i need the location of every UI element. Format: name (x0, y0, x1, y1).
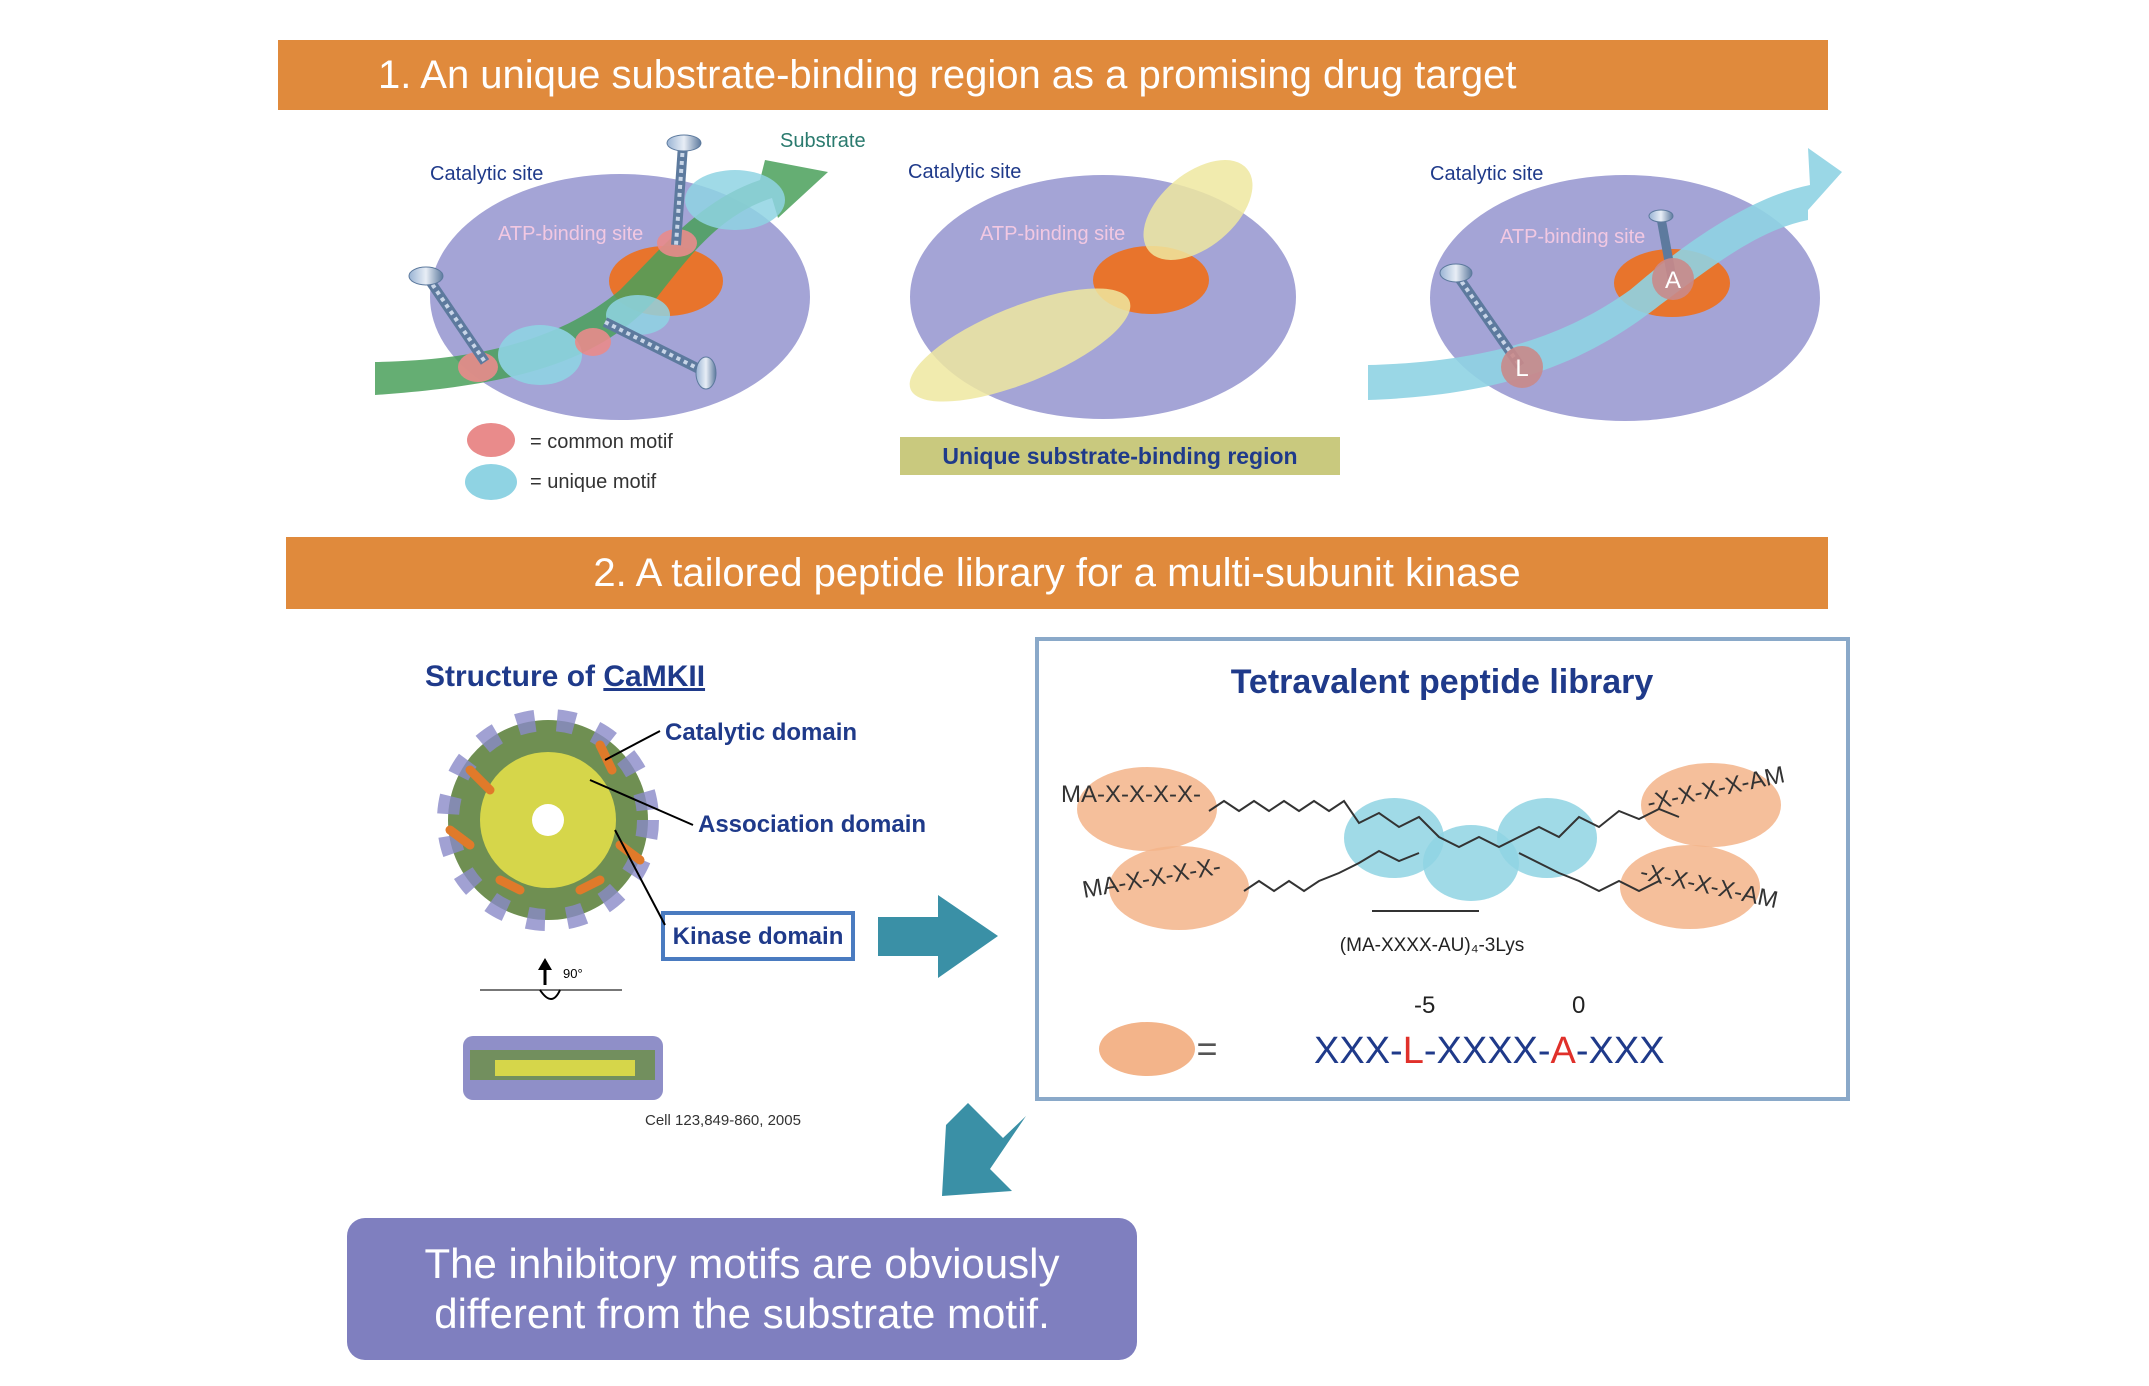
catalytic-site-label: Catalytic site (430, 163, 543, 185)
section-2-title-text: 2. A tailored peptide library for a mult… (593, 550, 1521, 595)
association-domain-pointer (589, 779, 694, 826)
catalytic-site-label: Catalytic site (1430, 163, 1543, 185)
motif-a-label: A (1665, 267, 1681, 294)
linker-chain (1208, 799, 1680, 849)
linker-chain (1518, 852, 1660, 893)
kinase-domain-box (661, 911, 855, 961)
camkii-structure: Structure of CaMKII Catalytic domain Ass… (425, 660, 926, 1129)
unique-motif (685, 170, 785, 230)
catalytic-domain-pointer (604, 730, 661, 761)
peptide-ellipse (1641, 763, 1781, 847)
conclusion-callout: The inhibitory motifs are obviously diff… (347, 1218, 1137, 1360)
rotation-curve-icon (539, 989, 561, 1000)
library-formula: (MA-XXXX-AU)₄-3Lys (1340, 935, 1524, 956)
panel-a: Catalytic site ATP-binding site Substrat… (375, 130, 866, 500)
peptide-ellipse (1109, 846, 1249, 930)
structure-title: Structure of CaMKII (425, 660, 705, 693)
kinase-domain-pointer (614, 829, 666, 926)
motif-l-marker (1501, 346, 1543, 388)
tetravalent-library-panel: Tetravalent peptide library MA-X-X-X-X- … (1035, 637, 1850, 1101)
unique-motif-legend-label: = unique motif (530, 471, 657, 493)
common-motif (575, 328, 611, 356)
rotation-label: 90° (563, 966, 583, 981)
equals-sign: = (1196, 1028, 1217, 1069)
screw-icon (602, 317, 717, 390)
linker-chain (1243, 849, 1420, 893)
common-motif-legend-swatch (467, 423, 515, 457)
right-arrow-icon (878, 895, 998, 978)
unique-region-upper (1143, 160, 1253, 260)
camkii-top-view (437, 709, 659, 931)
down-left-arrow-icon (942, 1103, 1026, 1196)
unique-motif (498, 325, 582, 385)
peptide-ellipse (1077, 767, 1217, 851)
motif-a-marker (1652, 258, 1694, 300)
conclusion-text: The inhibitory motifs are obviously diff… (424, 1240, 1060, 1337)
common-motif-legend-label: = common motif (530, 431, 673, 453)
catalytic-site-label: Catalytic site (908, 161, 1021, 183)
screw-icon (666, 134, 702, 246)
motif-l-label: L (1515, 355, 1528, 382)
panel-b: Catalytic site ATP-binding site Unique s… (900, 160, 1340, 475)
position-minus5: -5 (1414, 992, 1435, 1019)
atp-binding-label: ATP-binding site (980, 223, 1125, 245)
catalytic-domain-label: Catalytic domain (665, 719, 857, 746)
peptide-ellipse (1620, 845, 1760, 929)
unique-region-label-box (900, 437, 1340, 475)
rotation-arrow-head-icon (538, 958, 552, 970)
association-domain-label: Association domain (698, 811, 926, 838)
atp-binding-label: ATP-binding site (1500, 226, 1645, 248)
library-title: Tetravalent peptide library (1231, 663, 1654, 701)
substrate-label: Substrate (780, 130, 866, 152)
section-2-title: 2. A tailored peptide library for a mult… (286, 537, 1828, 609)
substrate-arrow (1368, 148, 1842, 400)
tetravalent-library-diagram: Tetravalent peptide library MA-X-X-X-X- … (1061, 663, 1787, 1076)
peptide-legend-swatch (1099, 1022, 1195, 1076)
atp-binding-label: ATP-binding site (498, 223, 643, 245)
panel-c: Catalytic site ATP-binding site A L (1368, 148, 1842, 421)
chain-left-top: MA-X-X-X-X- (1061, 781, 1201, 808)
position-0: 0 (1572, 992, 1585, 1019)
library-sequence: XXX-L-XXXX-A-XXX (1314, 1030, 1665, 1072)
citation: Cell 123,849-860, 2005 (645, 1112, 801, 1129)
camkii-side-view (463, 1036, 663, 1100)
unique-motif-legend-swatch (465, 464, 517, 500)
unique-region-lower (909, 288, 1131, 402)
section-1-diagrams: Catalytic site ATP-binding site Substrat… (375, 130, 1842, 500)
screw-icon (408, 266, 490, 365)
lysine-ellipse (1497, 798, 1597, 878)
section-1-title-text: 1. An unique substrate-binding region as… (378, 52, 1517, 97)
kinase-domain-label: Kinase domain (673, 923, 844, 950)
unique-region-label: Unique substrate-binding region (942, 443, 1297, 469)
section-1-title: 1. An unique substrate-binding region as… (278, 40, 1828, 110)
